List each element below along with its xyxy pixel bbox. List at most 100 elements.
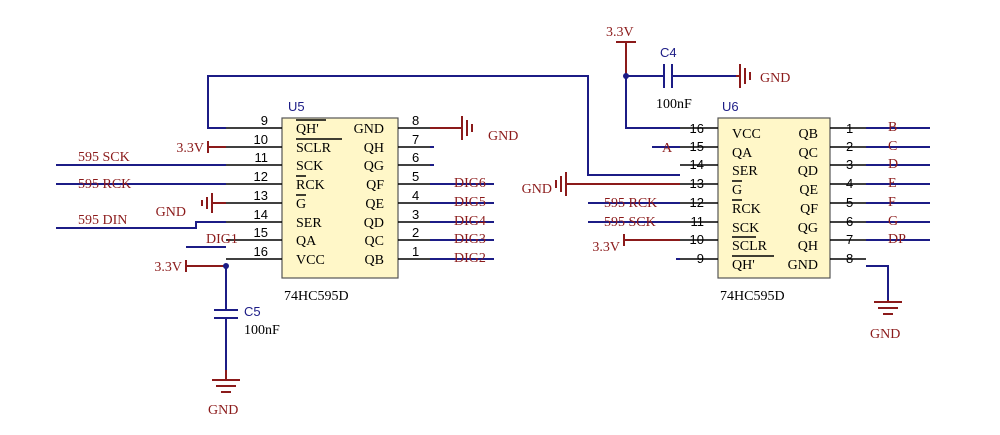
u5-pin-num: 10 <box>254 132 268 147</box>
c5-value: 100nF <box>244 323 280 338</box>
u5-right-pin-stubs <box>398 127 430 260</box>
u6-pin-num: 15 <box>690 139 704 154</box>
u6-pin-label: QH' <box>732 258 755 273</box>
u5-pin-num: 3 <box>412 207 419 222</box>
u6-part-number: 74HC595D <box>720 289 785 304</box>
u6-pin-num: 4 <box>846 176 853 191</box>
u6-g-net: GND <box>522 182 552 197</box>
c4-designator: C4 <box>660 45 677 60</box>
c4-supply-net: 3.3V <box>606 25 634 40</box>
u6-pin-num: 3 <box>846 157 853 172</box>
u5-pin-num: 13 <box>254 188 268 203</box>
u5-gnd-net: GND <box>488 129 518 144</box>
u5-pin-label: QH <box>364 141 384 156</box>
c4-gnd-net: GND <box>760 71 790 86</box>
u6-e-net: E <box>888 176 897 191</box>
u6-pin-num: 5 <box>846 195 853 210</box>
u5-dig5-net: DIG5 <box>454 195 486 210</box>
u6-pin-label: SCK <box>732 221 759 236</box>
u6-pin-num: 8 <box>846 251 853 266</box>
u6-g-gnd-symbol <box>555 172 680 196</box>
c5-capacitor: C5 100nF GND <box>208 266 280 418</box>
u5-pin-num: 12 <box>254 169 268 184</box>
u5-pin-label: VCC <box>296 253 325 268</box>
u6-pin-num: 7 <box>846 232 853 247</box>
u5-pin-label: QF <box>366 178 384 193</box>
u5-gnd-symbol <box>430 116 473 140</box>
u6-pin-num: 11 <box>691 214 705 229</box>
u5-dig4-net: DIG4 <box>454 214 486 229</box>
u6-body <box>717 117 831 279</box>
u6-rck-net: 595 RCK <box>604 196 657 211</box>
u6-gnd-symbol <box>874 300 902 315</box>
u6-rck-sck-wires <box>588 202 680 223</box>
u6-pin-label: QE <box>799 183 818 198</box>
u5-dig2-net: DIG2 <box>454 251 486 266</box>
u5-part-number: 74HC595D <box>284 289 349 304</box>
u5-din-net: 595 DIN <box>78 213 127 228</box>
u5-pin-label: QG <box>364 159 384 174</box>
u6-right-pin-stubs <box>830 127 866 260</box>
u5-g-net: GND <box>156 205 186 220</box>
u5-pin-label: SCLR <box>296 141 332 156</box>
u6-3v3-port-top <box>616 41 636 76</box>
c5-gnd-net: GND <box>208 403 238 418</box>
u6-sclr-net: 3.3V <box>592 240 620 255</box>
u6-pin-label: SCLR <box>732 239 768 254</box>
u6-gnd-wire <box>866 265 889 300</box>
u5-pin-label: SER <box>296 216 322 231</box>
c4-gnd-symbol <box>736 64 751 88</box>
u5-vcc-3v3-port <box>185 260 226 272</box>
u5-pin-num: 5 <box>412 169 419 184</box>
u6-pin-label: QF <box>800 202 818 217</box>
u5-sclr-3v3-port <box>207 141 226 153</box>
u5-pin-num: 16 <box>254 244 268 259</box>
u6-pin-label: G <box>732 183 742 198</box>
u6-pin-num: 9 <box>697 251 704 266</box>
u6-sclr-3v3-port <box>623 234 680 246</box>
u5-dig6-net: DIG6 <box>454 176 486 191</box>
u6-c-net: C <box>888 139 897 154</box>
u6-pin-label: QC <box>799 146 818 161</box>
u5-pin-num: 8 <box>412 113 419 128</box>
u5-dig1-net: DIG1 <box>206 232 238 247</box>
u6-left-pin-stubs <box>680 127 718 260</box>
u5-pin-num: 2 <box>412 225 419 240</box>
u5-din-wire <box>56 221 226 229</box>
u6-designator: U6 <box>722 99 739 114</box>
c4-value: 100nF <box>656 97 692 112</box>
u6-qa-net: A <box>662 141 673 156</box>
u5-pin-label: QD <box>364 216 384 231</box>
u5-pin-label: G <box>296 197 306 212</box>
u5-active-low-overbars <box>296 119 342 196</box>
u5-pin-label: QH' <box>296 122 319 137</box>
u5-pin-num: 9 <box>261 113 268 128</box>
u5-pin-num: 15 <box>254 225 268 240</box>
u5-dig-output-wires <box>430 183 494 260</box>
u6-pin-num: 1 <box>846 121 853 136</box>
u5-left-pin-stubs <box>226 127 282 260</box>
u6-pin-label: QD <box>798 164 818 179</box>
u5-pin-label: QB <box>365 253 384 268</box>
c5-symbol <box>214 266 238 370</box>
u6-pin-label: SER <box>732 164 758 179</box>
u5-pin-label: QA <box>296 234 317 249</box>
u5-pin-num: 1 <box>412 244 419 259</box>
u6-pin-num: 12 <box>690 195 704 210</box>
u6-d-net: D <box>888 157 898 172</box>
u6-pin-num: 13 <box>690 176 704 191</box>
u5-pin-num: 14 <box>254 207 268 222</box>
c4-junction <box>623 73 629 79</box>
u6-pin-label: QH <box>798 239 818 254</box>
u6-g-out-net: G <box>888 214 898 229</box>
u5-vcc-net: 3.3V <box>154 260 182 275</box>
u5-dig3-net: DIG3 <box>454 232 486 247</box>
u6-sck-net: 595 SCK <box>604 215 656 230</box>
u5-sck-net: 595 SCK <box>78 150 130 165</box>
u6-pin-label: QA <box>732 146 753 161</box>
u5-pin-num: 4 <box>412 188 419 203</box>
cascade-wire-qh-to-ser <box>207 75 680 176</box>
u6-pin-num: 6 <box>846 214 853 229</box>
u6-pin-label: QB <box>799 127 818 142</box>
